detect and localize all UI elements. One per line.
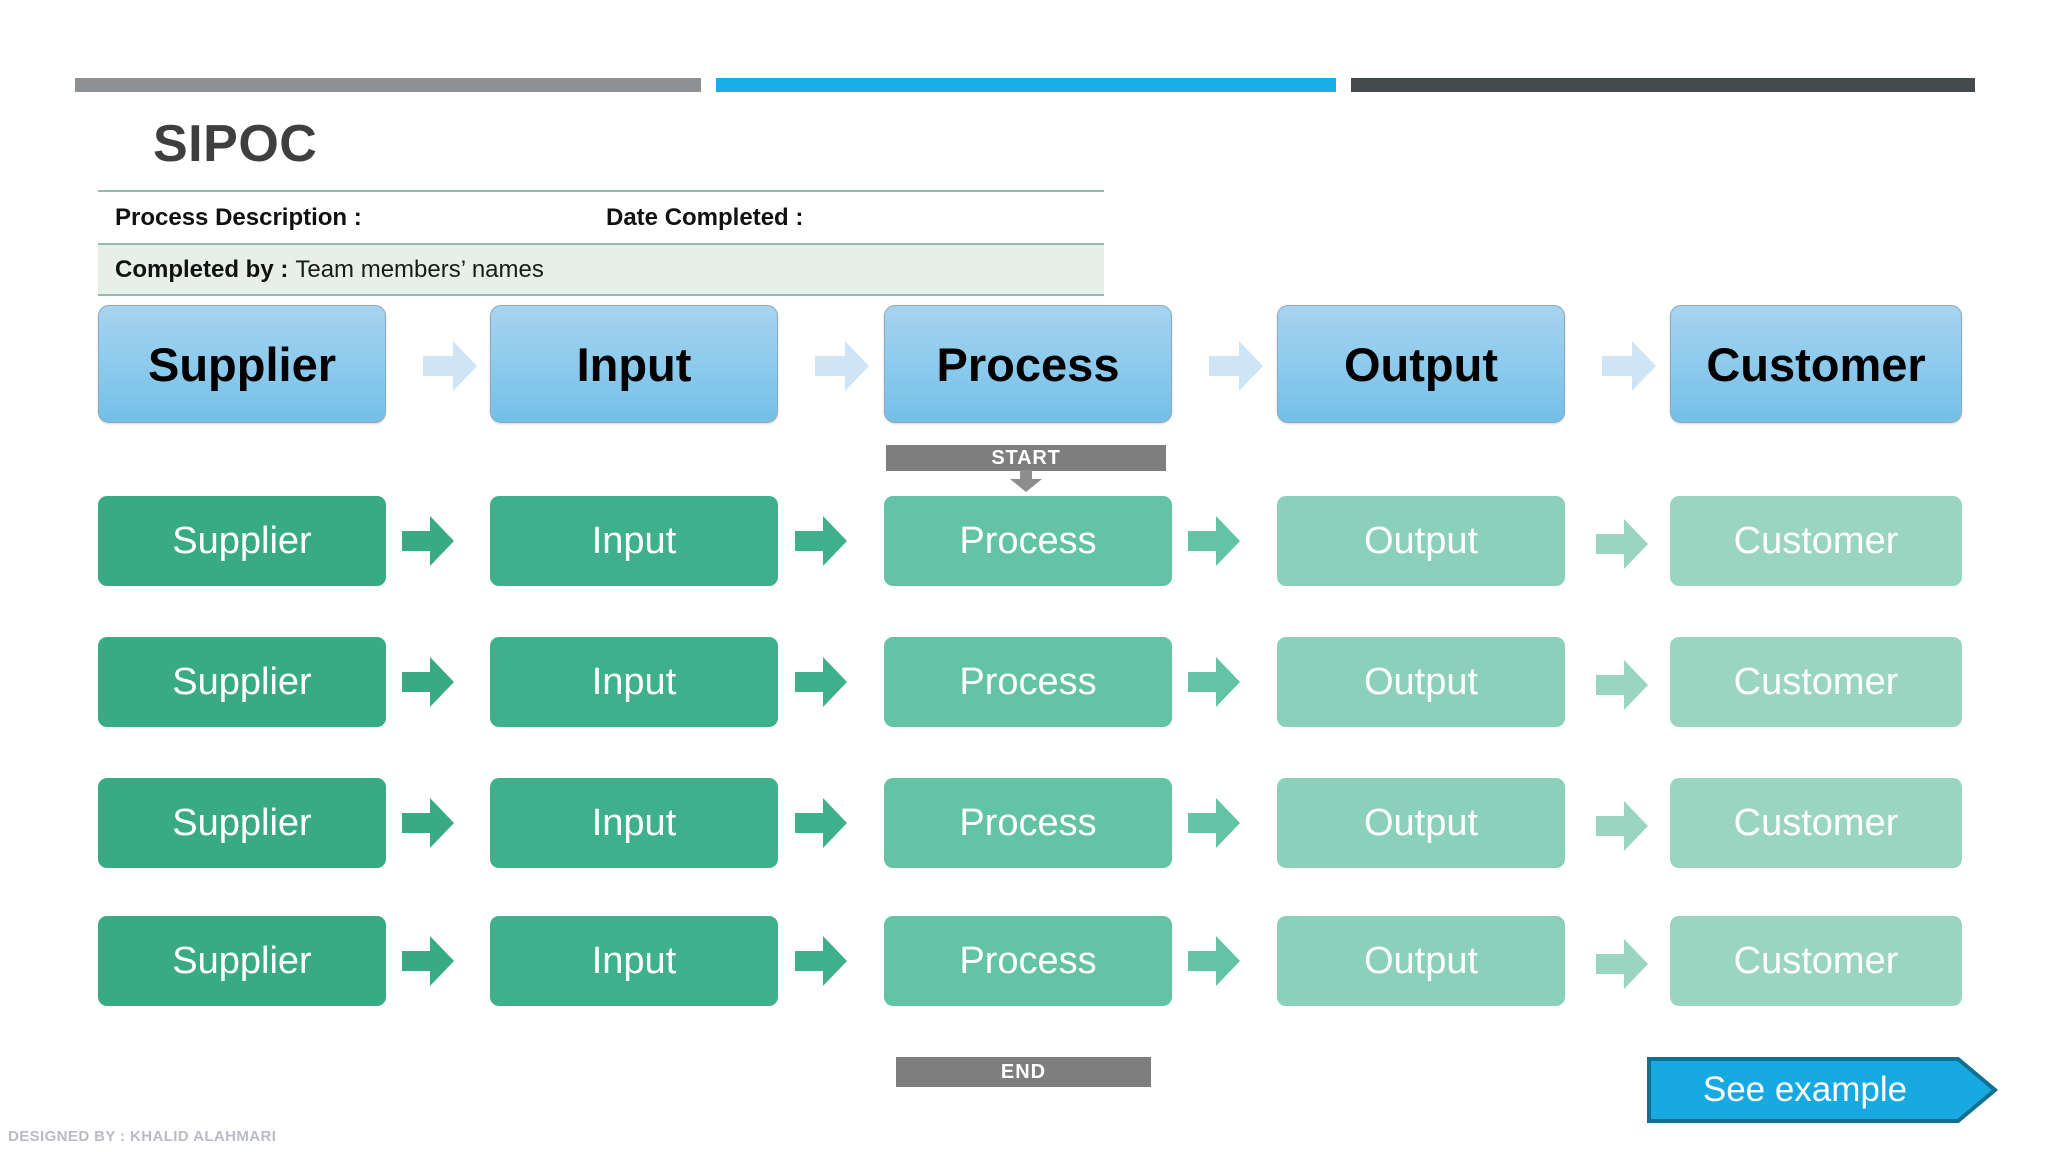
cell-input[interactable]: Input [490, 778, 778, 868]
cell-label: Process [959, 940, 1097, 982]
cell-customer[interactable]: Customer [1670, 916, 1962, 1006]
header-arrow-2-icon [813, 338, 871, 394]
cell-process[interactable]: Process [884, 637, 1172, 727]
completed-by-label: Completed by : [115, 255, 289, 283]
row-arrow-icon [1186, 654, 1242, 710]
header-arrow-1-icon [421, 338, 479, 394]
info-row-process-date: Process Description : Date Completed : [98, 190, 1104, 243]
cell-label: Input [591, 661, 677, 703]
cell-label: Process [959, 802, 1097, 844]
cell-label: Process [959, 661, 1097, 703]
cell-customer[interactable]: Customer [1670, 637, 1962, 727]
cell-label: Supplier [172, 802, 312, 844]
date-completed-label: Date Completed : [606, 203, 804, 231]
cell-label: Customer [1733, 661, 1899, 703]
row-arrow-icon [400, 654, 456, 710]
row-arrow-icon [1186, 795, 1242, 851]
cell-process[interactable]: Process [884, 778, 1172, 868]
header-box-input[interactable]: Input [490, 305, 778, 423]
cell-label: Customer [1733, 940, 1899, 982]
row-arrow-icon [793, 654, 849, 710]
cell-input[interactable]: Input [490, 637, 778, 727]
header-box-process[interactable]: Process [884, 305, 1172, 423]
end-label: END [1000, 1060, 1047, 1083]
cell-customer[interactable]: Customer [1670, 496, 1962, 586]
row-arrow-icon [1594, 516, 1648, 569]
cell-label: Process [959, 520, 1097, 562]
header-box-label: Process [936, 337, 1120, 391]
cell-label: Output [1363, 661, 1479, 703]
see-example-arrow-shape [1647, 1057, 1998, 1123]
header-box-label: Supplier [147, 337, 337, 391]
cell-label: Supplier [172, 940, 312, 982]
page-title: SIPOC [153, 115, 318, 173]
row-arrow-icon [793, 933, 849, 989]
header-box-output[interactable]: Output [1277, 305, 1565, 423]
cell-output[interactable]: Output [1277, 778, 1565, 868]
cell-label: Output [1363, 940, 1479, 982]
cell-input[interactable]: Input [490, 916, 778, 1006]
header-box-label: Input [576, 337, 692, 391]
cell-label: Output [1363, 802, 1479, 844]
header-box-label: Output [1344, 337, 1498, 391]
row-arrow-icon [400, 795, 456, 851]
cell-label: Input [591, 802, 677, 844]
info-row-completed-by: Completed by : Team members’ names [98, 243, 1104, 296]
cell-output[interactable]: Output [1277, 916, 1565, 1006]
start-label: START [991, 446, 1061, 469]
top-accent-bar-gray [75, 78, 701, 92]
row-arrow-icon [400, 933, 456, 989]
cell-process[interactable]: Process [884, 496, 1172, 586]
cell-supplier[interactable]: Supplier [98, 916, 386, 1006]
row-arrow-icon [1594, 798, 1648, 851]
start-banner: START [886, 445, 1166, 471]
completed-by-value: Team members’ names [295, 255, 544, 283]
row-arrow-icon [793, 795, 849, 851]
cell-label: Input [591, 520, 677, 562]
top-accent-bar-cyan [716, 78, 1336, 92]
process-description-label: Process Description : [115, 203, 362, 231]
row-arrow-icon [793, 513, 849, 569]
top-accent-bar-dark [1351, 78, 1975, 92]
row-arrow-icon [1594, 657, 1648, 710]
header-arrow-3-icon [1207, 338, 1265, 394]
see-example-label: See example [1702, 1070, 1908, 1109]
cell-output[interactable]: Output [1277, 496, 1565, 586]
cell-supplier[interactable]: Supplier [98, 637, 386, 727]
cell-label: Output [1363, 520, 1479, 562]
row-arrow-icon [1186, 513, 1242, 569]
row-arrow-icon [400, 513, 456, 569]
header-box-label: Customer [1706, 337, 1926, 391]
end-banner: END [896, 1057, 1151, 1087]
cell-process[interactable]: Process [884, 916, 1172, 1006]
cell-label: Input [591, 940, 677, 982]
cell-supplier[interactable]: Supplier [98, 496, 386, 586]
cell-label: Customer [1733, 520, 1899, 562]
info-block: Process Description : Date Completed : C… [98, 190, 1104, 296]
start-down-arrow-icon [1008, 470, 1044, 492]
cell-label: Supplier [172, 520, 312, 562]
cell-supplier[interactable]: Supplier [98, 778, 386, 868]
cell-output[interactable]: Output [1277, 637, 1565, 727]
header-arrow-4-icon [1600, 338, 1658, 394]
cell-label: Supplier [172, 661, 312, 703]
cell-input[interactable]: Input [490, 496, 778, 586]
header-box-customer[interactable]: Customer [1670, 305, 1962, 423]
header-box-supplier[interactable]: Supplier [98, 305, 386, 423]
cell-label: Customer [1733, 802, 1899, 844]
row-arrow-icon [1594, 936, 1648, 989]
see-example-button[interactable]: See example [1646, 1056, 1998, 1124]
cell-customer[interactable]: Customer [1670, 778, 1962, 868]
designer-credit: DESIGNED BY : KHALID ALAHMARI [8, 1128, 277, 1145]
row-arrow-icon [1186, 933, 1242, 989]
